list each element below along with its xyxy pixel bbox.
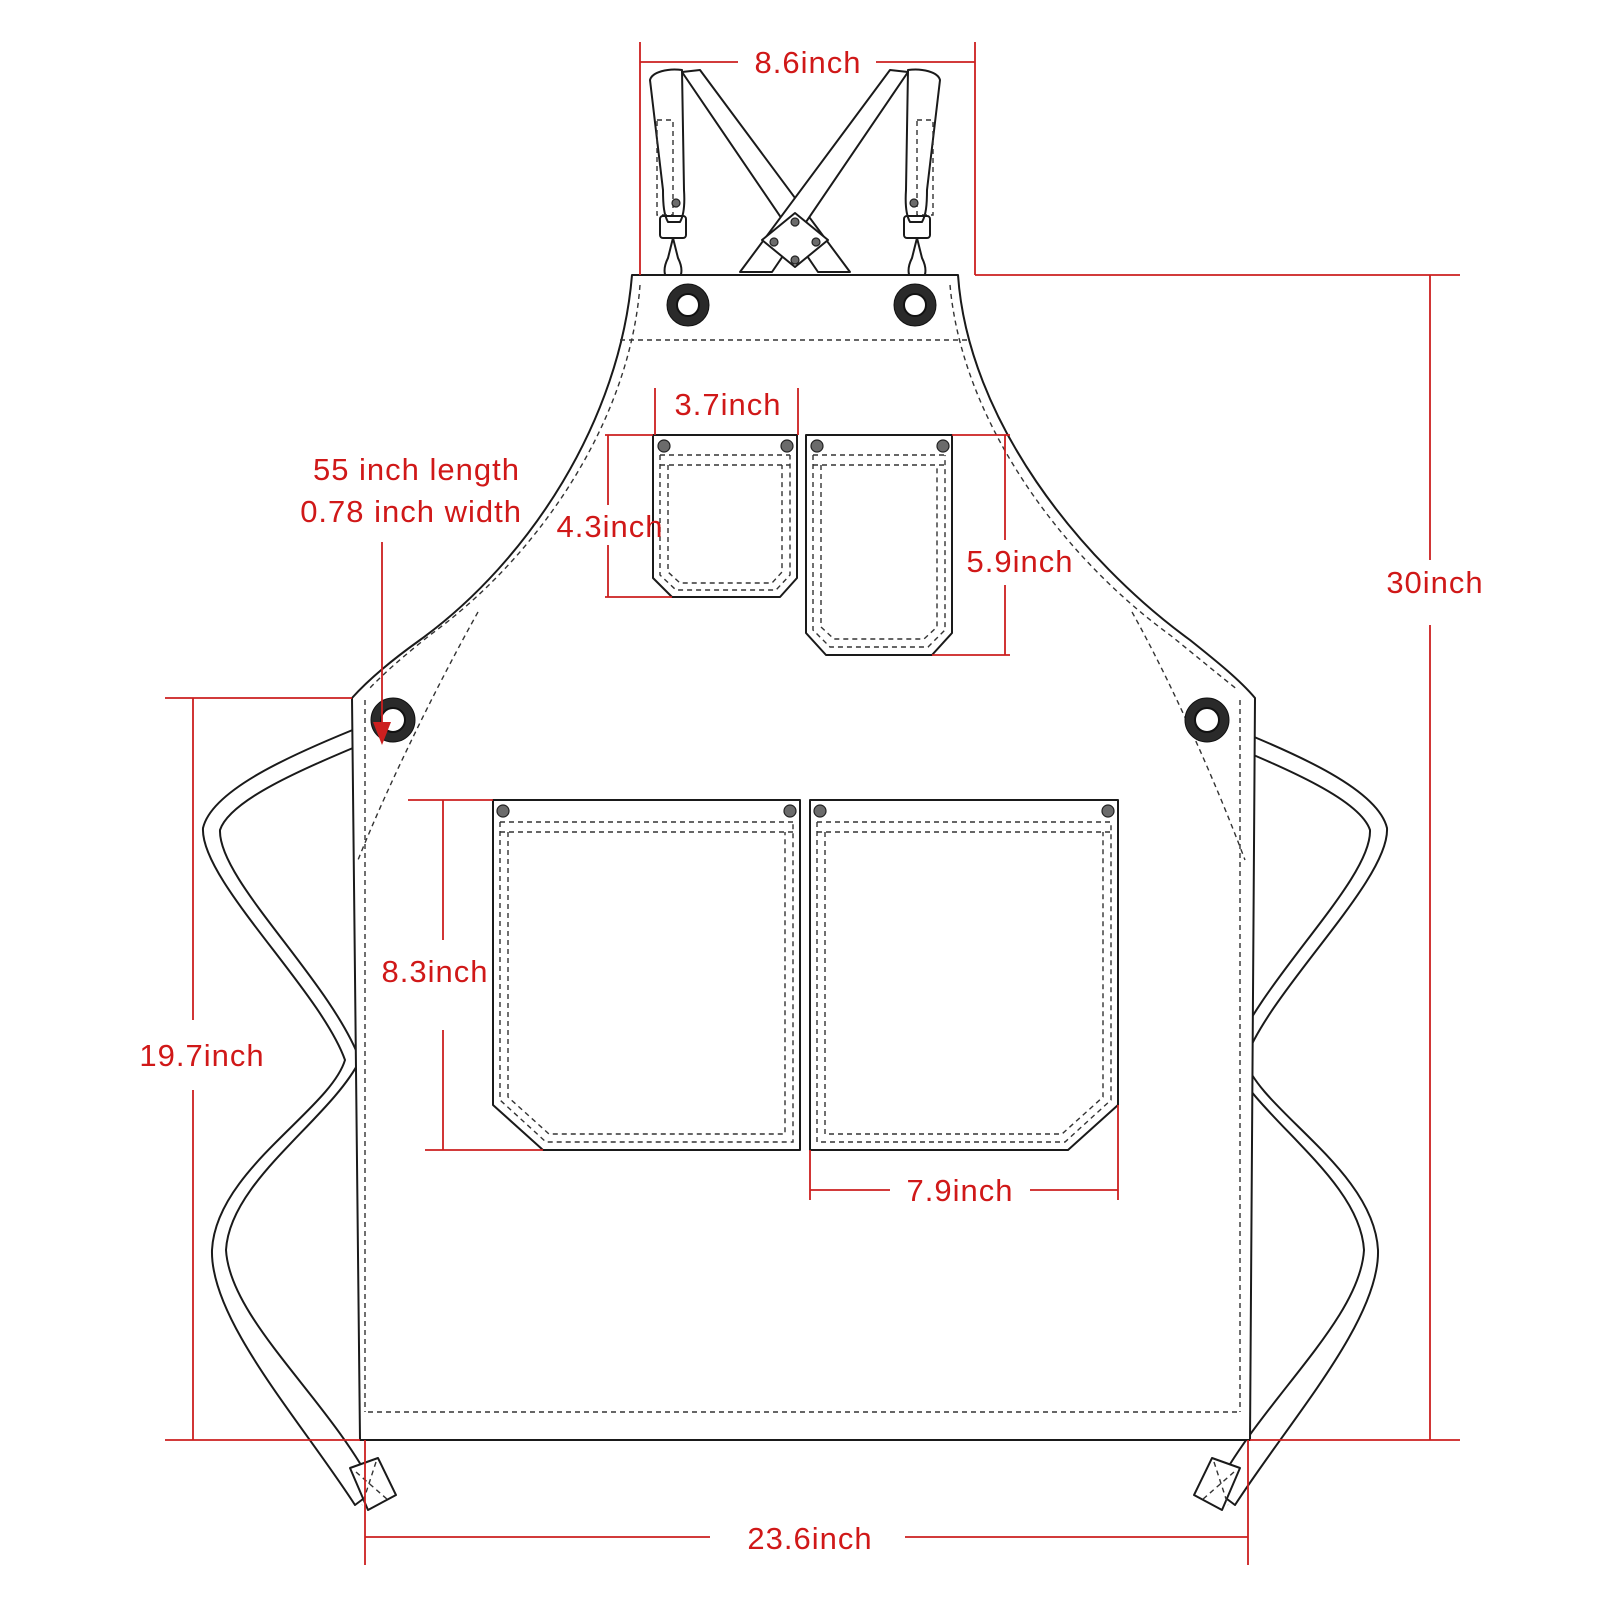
label-small-pocket-height: 4.3inch [557, 509, 664, 544]
waist-tie-right [1197, 717, 1389, 1506]
cross-straps [681, 69, 909, 273]
label-tie-width: 0.78 inch width [300, 494, 522, 529]
label-total-height: 30inch [1386, 565, 1483, 600]
label-tie-length: 55 inch length [313, 452, 520, 487]
label-neck-width: 8.6inch [755, 45, 862, 80]
grommet-top-right [893, 283, 937, 327]
apron-body [351, 274, 1256, 1441]
label-large-pocket-width: 7.9inch [907, 1173, 1014, 1208]
dimension-side-height: 19.7inch [139, 697, 360, 1441]
large-pocket-right [809, 799, 1119, 1151]
label-tall-pocket-height: 5.9inch [967, 544, 1074, 579]
neck-strap-right [903, 68, 941, 284]
tie-end-right [1193, 1457, 1241, 1511]
dimension-tall-pocket-height: 5.9inch [932, 434, 1074, 656]
dimension-large-pocket-width: 7.9inch [809, 1105, 1119, 1208]
dimension-large-pocket-height: 8.3inch [382, 799, 543, 1151]
dimension-small-pocket-width: 3.7inch [654, 387, 799, 435]
label-side-height: 19.7inch [139, 1038, 264, 1073]
waist-tie-left [201, 717, 393, 1506]
label-small-pocket-width: 3.7inch [675, 387, 782, 422]
dimension-tie: 55 inch length 0.78 inch width [300, 452, 522, 745]
grommet-side-left [370, 697, 416, 743]
chest-pocket-tall [805, 434, 953, 656]
grommet-top-left [666, 283, 710, 327]
chest-pocket-small [652, 434, 798, 598]
label-bottom-width: 23.6inch [747, 1521, 872, 1556]
large-pocket-left [492, 799, 801, 1151]
dimension-total-height: 30inch [975, 274, 1483, 1441]
label-large-pocket-height: 8.3inch [382, 954, 489, 989]
dimension-neck-width: 8.6inch [639, 42, 976, 275]
dimension-bottom-width: 23.6inch [364, 1440, 1249, 1565]
dimension-small-pocket-height: 4.3inch [557, 434, 672, 598]
grommet-side-right [1184, 697, 1230, 743]
neck-strap-left [649, 68, 687, 284]
